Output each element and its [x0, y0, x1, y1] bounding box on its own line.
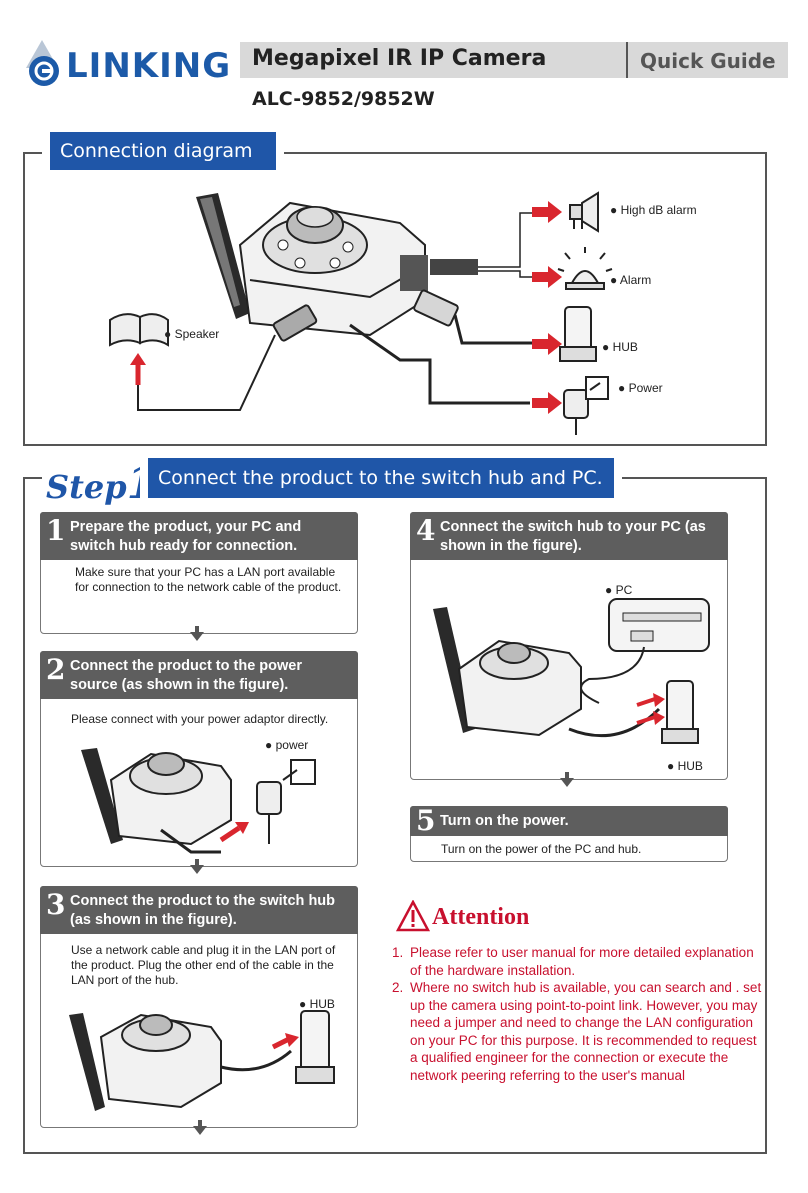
step-label: Step1 — [42, 458, 162, 509]
power-adapter-icon — [563, 376, 609, 435]
card-2-body: Please connect with your power adaptor d… — [71, 712, 329, 726]
siren-icon — [569, 191, 599, 233]
attention-item: 2.Where no switch hub is available, you … — [392, 980, 762, 1083]
card-4-hub-label: ● HUB — [667, 759, 703, 773]
speaker-icon — [109, 313, 169, 347]
down-arrow-icon — [190, 632, 204, 641]
attention-list: 1.Please refer to user manual for more d… — [392, 944, 762, 1084]
label-power: ● Power — [618, 381, 663, 395]
card-3-hub-label: ● HUB — [299, 997, 335, 1011]
power-adapter-icon — [256, 759, 316, 844]
card-4-pc-label: ● PC — [605, 583, 633, 597]
hub-icon — [661, 680, 699, 744]
card-4-figure — [433, 598, 710, 744]
attention-item: 1.Please refer to user manual for more d… — [392, 945, 754, 978]
label-alarm: ● Alarm — [610, 273, 652, 287]
card-2-figure — [81, 748, 316, 854]
down-arrow-icon — [560, 778, 574, 787]
hub-icon — [559, 306, 597, 362]
connection-frame — [23, 152, 767, 446]
linking-logo — [26, 40, 59, 86]
connection-diagram — [109, 191, 613, 435]
product-title: Megapixel IR IP Camera — [252, 46, 547, 71]
down-arrow-stem — [565, 772, 569, 778]
arrow-icon — [636, 693, 665, 725]
card-1-body: Make sure that your PC has a LAN port av… — [75, 565, 342, 594]
camera-icon — [81, 748, 232, 846]
down-arrow-stem — [195, 859, 199, 865]
label-high-db-alarm: ● High dB alarm — [610, 203, 697, 217]
pc-icon — [608, 598, 710, 652]
model-number: ALC-9852/9852W — [252, 88, 435, 110]
warning-icon — [396, 900, 430, 932]
card-5-body: Turn on the power of the PC and hub. — [441, 842, 642, 856]
label-hub: ● HUB — [602, 340, 638, 354]
card-2-power-label: ● power — [265, 738, 309, 752]
card-3-body: Use a network cable and plug it in the L… — [71, 943, 336, 987]
camera-icon — [69, 1013, 222, 1111]
attention-title: Attention — [432, 904, 530, 930]
alarm-light-icon — [557, 247, 613, 290]
arrow-icon — [532, 201, 562, 414]
arrow-icon — [219, 822, 249, 843]
lan-cable-icon — [413, 289, 545, 345]
arrow-icon — [271, 1033, 299, 1050]
step-title: Connect the product to the switch hub an… — [140, 450, 622, 506]
guide-label: Quick Guide — [640, 49, 776, 73]
card-3-figure — [69, 1010, 335, 1111]
down-arrow-icon — [190, 865, 204, 874]
connection-title: Connection diagram — [42, 124, 284, 178]
antenna-icon — [196, 193, 250, 319]
camera-icon — [238, 201, 428, 337]
title-bar — [240, 42, 788, 78]
down-arrow-stem — [198, 1120, 202, 1126]
down-arrow-icon — [193, 1126, 207, 1135]
down-arrow-stem — [195, 626, 199, 632]
hub-icon — [295, 1010, 335, 1084]
label-speaker: ● Speaker — [164, 327, 220, 341]
camera-icon — [433, 607, 582, 737]
brand-name: LINKING — [66, 46, 232, 86]
title-separator — [626, 42, 628, 78]
